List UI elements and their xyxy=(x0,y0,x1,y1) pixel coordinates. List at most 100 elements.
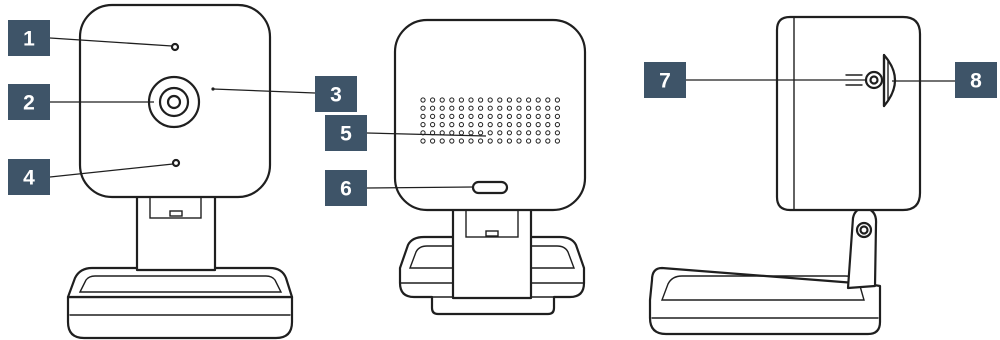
svg-text:3: 3 xyxy=(330,84,342,107)
svg-text:4: 4 xyxy=(23,167,35,190)
leader-3 xyxy=(212,88,316,94)
grille-hole xyxy=(506,113,512,120)
grille-hole xyxy=(497,97,503,103)
grille-hole xyxy=(545,97,551,103)
grille-hole xyxy=(487,130,493,136)
grille-hole xyxy=(526,138,532,144)
grille-hole xyxy=(545,122,551,128)
grille-hole xyxy=(506,130,512,136)
grille-hole xyxy=(516,113,522,120)
grille-hole xyxy=(478,113,484,120)
grille-hole xyxy=(478,97,484,103)
side-base xyxy=(648,266,882,336)
back-button xyxy=(471,180,509,195)
grille-hole xyxy=(439,138,445,144)
grille-hole xyxy=(516,138,522,144)
grille-hole xyxy=(468,138,474,144)
callout-1: 1 xyxy=(8,20,50,56)
grille-hole xyxy=(516,105,522,111)
leader-1 xyxy=(49,37,173,47)
back-stand xyxy=(451,203,533,300)
grille-hole xyxy=(430,122,436,128)
side-camera-body xyxy=(775,15,922,212)
grille-hole xyxy=(487,105,493,111)
grille-hole xyxy=(478,130,484,136)
front-stand xyxy=(135,191,217,272)
grille-hole xyxy=(554,122,561,128)
side-hinge-arm xyxy=(846,206,878,290)
grille-hole xyxy=(545,130,551,136)
callout-badges: 1 2 3 4 5 6 7 8 xyxy=(8,20,997,206)
leader-lines xyxy=(49,37,955,189)
grille-hole xyxy=(526,122,532,128)
front-lens xyxy=(147,75,201,129)
grille-hole xyxy=(554,130,561,136)
grille-hole xyxy=(430,138,436,144)
svg-text:6: 6 xyxy=(340,178,352,201)
callout-6: 6 xyxy=(325,170,367,206)
grille-hole xyxy=(439,113,445,120)
grille-hole xyxy=(487,113,493,120)
grille-hole xyxy=(468,130,474,136)
grille-hole xyxy=(506,97,512,103)
grille-hole xyxy=(535,113,541,120)
svg-text:7: 7 xyxy=(659,70,671,93)
grille-hole xyxy=(468,97,474,103)
grille-hole xyxy=(449,97,455,103)
callout-3: 3 xyxy=(315,76,357,112)
grille-hole xyxy=(420,122,426,128)
grille-hole xyxy=(430,113,436,120)
svg-text:2: 2 xyxy=(23,92,35,115)
grille-hole xyxy=(535,122,541,128)
grille-hole xyxy=(554,113,561,120)
grille-hole xyxy=(478,122,484,128)
front-base xyxy=(66,266,294,340)
grille-hole xyxy=(516,122,522,128)
grille-hole xyxy=(420,97,426,103)
back-view xyxy=(393,18,587,316)
grille-hole xyxy=(430,97,436,103)
grille-hole xyxy=(506,138,512,144)
svg-text:8: 8 xyxy=(970,70,982,93)
side-view xyxy=(648,15,922,336)
grille-hole xyxy=(487,97,493,103)
back-camera-body xyxy=(393,18,587,212)
grille-hole xyxy=(535,138,541,144)
grille-hole xyxy=(535,105,541,111)
grille-hole xyxy=(545,113,551,120)
grille-hole xyxy=(449,138,455,144)
grille-hole xyxy=(458,138,464,144)
grille-hole xyxy=(439,122,445,128)
leader-6 xyxy=(366,186,474,189)
leader-4 xyxy=(49,163,174,178)
grille-hole xyxy=(497,138,503,144)
leader-5 xyxy=(366,132,487,137)
callout-4: 4 xyxy=(8,159,50,195)
grille-hole xyxy=(554,97,561,103)
callout-5: 5 xyxy=(325,115,367,151)
grille-hole xyxy=(497,122,503,128)
front-bottom-dot xyxy=(171,158,181,168)
grille-hole xyxy=(497,105,503,111)
grille-hole xyxy=(516,97,522,103)
grille-hole xyxy=(420,138,426,144)
grille-hole xyxy=(449,122,455,128)
callout-7: 7 xyxy=(644,62,686,98)
svg-text:5: 5 xyxy=(340,123,352,146)
grille-hole xyxy=(458,113,464,120)
grille-hole xyxy=(497,130,503,136)
grille-hole xyxy=(449,113,455,120)
grille-hole xyxy=(526,105,532,111)
grille-hole xyxy=(468,113,474,120)
grille-hole xyxy=(420,113,426,120)
callout-2: 2 xyxy=(8,84,50,120)
grille-hole xyxy=(439,105,445,111)
grille-hole xyxy=(497,113,503,120)
grille-hole xyxy=(430,105,436,111)
grille-hole xyxy=(535,130,541,136)
grille-hole xyxy=(458,105,464,111)
grille-hole xyxy=(545,105,551,111)
grille-hole xyxy=(545,138,551,144)
grille-hole xyxy=(458,97,464,103)
side-card-slot xyxy=(882,53,897,108)
